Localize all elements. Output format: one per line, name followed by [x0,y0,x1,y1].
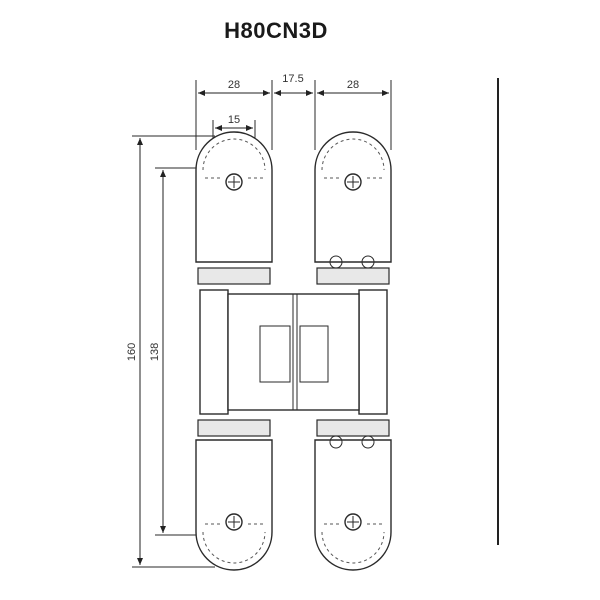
hole-spacing-dimension: 15 [212,114,256,140]
top-dimension-chain: 28 17.5 28 [195,73,392,150]
left-lower-leaf [195,439,273,571]
dim-hole-spacing-label: 15 [228,114,240,126]
dim-left-width-label: 28 [228,79,240,91]
total-height-dimension: 160 [126,135,215,568]
dim-right-width-label: 28 [347,79,359,91]
right-upper-leaf [314,131,392,263]
left-upper-leaf [195,131,273,263]
right-lower-leaf [314,439,392,571]
page-title: H80CN3D [224,18,328,43]
dim-gap-label: 17.5 [282,73,303,85]
hinge-mechanism [197,255,390,449]
dim-total-height-label: 160 [126,343,138,361]
dim-screw-distance-label: 138 [149,343,161,361]
